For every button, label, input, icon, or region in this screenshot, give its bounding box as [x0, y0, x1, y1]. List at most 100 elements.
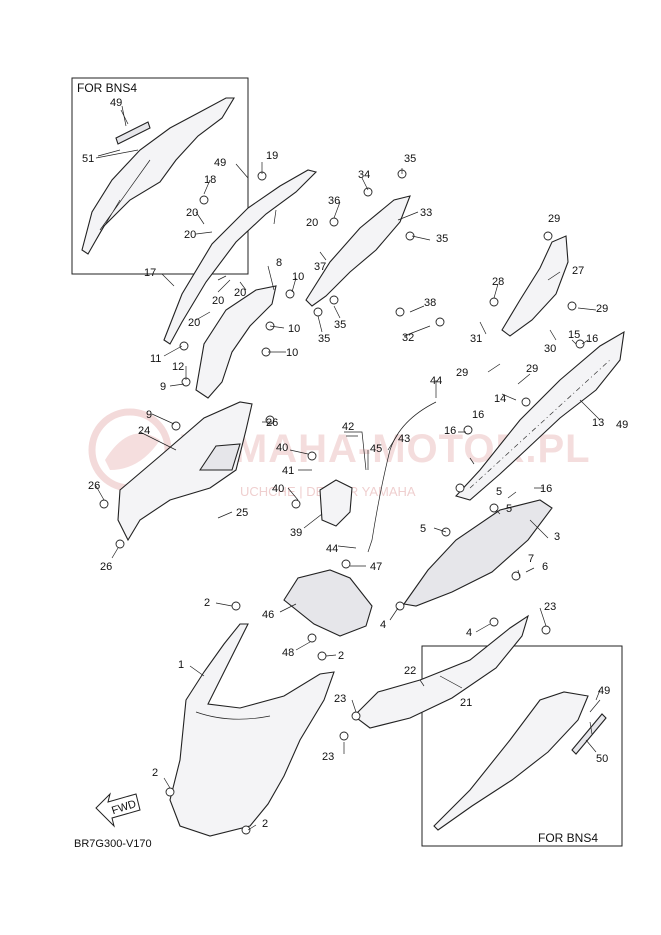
callout-16c: 16: [444, 425, 456, 437]
callout-40b: 40: [272, 483, 284, 495]
callout-10b: 10: [288, 323, 300, 335]
leader-lines: [95, 105, 601, 831]
callout-35b: 35: [436, 233, 448, 245]
callout-11: 11: [150, 353, 161, 365]
callout-41: 41: [282, 465, 294, 477]
callout-5c: 5: [506, 503, 512, 515]
callout-4b: 4: [466, 627, 472, 639]
part-42-hose: [344, 431, 367, 471]
callout-32: 32: [402, 332, 414, 344]
callout-25: 25: [236, 507, 248, 519]
callout-2a: 2: [204, 597, 210, 609]
callout-49b: 49: [214, 157, 226, 169]
callout-5a: 5: [420, 523, 426, 535]
callout-6: 6: [542, 561, 548, 573]
callout-51: 51: [82, 153, 94, 165]
inset-top-left: FOR BNS4: [71, 77, 249, 275]
callout-46: 46: [262, 609, 274, 621]
callout-42: 42: [342, 421, 354, 433]
callout-38: 38: [424, 297, 436, 309]
part-13-side-cover: [454, 330, 625, 501]
inset-emblem-49: [115, 121, 151, 145]
callout-10a: 10: [292, 271, 304, 283]
callout-34: 34: [358, 169, 370, 181]
watermark-logo-swoosh-icon: [105, 433, 160, 470]
callout-36: 36: [328, 195, 340, 207]
callout-17: 17: [144, 267, 156, 279]
callout-29d: 29: [526, 363, 538, 375]
callout-28: 28: [492, 276, 504, 288]
callout-49a: 49: [110, 97, 122, 109]
part-1-front-cover: [169, 623, 335, 837]
inset-bottom-right-label: FOR BNS4: [538, 831, 598, 845]
inset-side-cover: [81, 97, 235, 255]
callout-8: 8: [276, 257, 282, 269]
callout-47: 47: [370, 561, 382, 573]
callout-4a: 4: [380, 619, 386, 631]
part-27-cover: [501, 235, 569, 337]
callout-18: 18: [204, 174, 216, 186]
part-24-vent: [198, 443, 241, 471]
callout-10c: 10: [286, 347, 298, 359]
fwd-arrow-icon: [95, 792, 141, 828]
callout-44b: 44: [326, 543, 338, 555]
part-8-inner-panel: [195, 285, 277, 399]
callout-20c: 20: [306, 217, 318, 229]
part-3-lower-cover: [403, 499, 553, 607]
callout-35a: 35: [404, 153, 416, 165]
callout-49c: 49: [616, 419, 628, 431]
callout-20d: 20: [234, 287, 246, 299]
callout-20a: 20: [186, 207, 198, 219]
callout-48: 48: [282, 647, 294, 659]
callout-numbers: 1 2 2 2 2 3 4 4 5 5 5 6 7 8 9 9 10 10 10…: [82, 97, 628, 830]
part-24-lower-panel: [117, 401, 253, 542]
inset-top-left-label: FOR BNS4: [77, 81, 137, 95]
callout-29a: 29: [548, 213, 560, 225]
callout-24: 24: [138, 425, 150, 437]
callout-2b: 2: [338, 650, 344, 662]
callout-13: 13: [592, 417, 604, 429]
callout-39: 39: [290, 527, 302, 539]
callout-31: 31: [470, 333, 482, 345]
callout-23b: 23: [334, 693, 346, 705]
part-21-floor-cover: [353, 614, 529, 729]
inset-bottom-right: FOR BNS4: [421, 645, 623, 847]
callout-21: 21: [460, 697, 472, 709]
callout-20f: 20: [188, 317, 200, 329]
callout-9b: 9: [146, 409, 152, 421]
callout-43: 43: [398, 433, 410, 445]
callout-16d: 16: [540, 483, 552, 495]
callout-45: 45: [370, 443, 382, 455]
callout-14: 14: [494, 393, 506, 405]
callout-22: 22: [404, 665, 416, 677]
callout-15: 15: [568, 329, 580, 341]
callout-37: 37: [314, 261, 326, 273]
part-46-box: [283, 569, 373, 637]
callout-23c: 23: [322, 751, 334, 763]
inset-side-cover-right: [433, 691, 589, 831]
callout-49d: 49: [598, 685, 610, 697]
callout-16b: 16: [472, 409, 484, 421]
callout-35c: 35: [334, 319, 346, 331]
callout-29c: 29: [456, 367, 468, 379]
callout-12: 12: [172, 361, 184, 373]
callout-2c: 2: [152, 767, 158, 779]
callout-26c: 26: [100, 561, 112, 573]
callout-9a: 9: [160, 381, 166, 393]
callout-50: 50: [596, 753, 608, 765]
callout-26b: 26: [88, 480, 100, 492]
callout-5b: 5: [496, 486, 502, 498]
callout-2d: 2: [262, 818, 268, 830]
callout-23a: 23: [544, 601, 556, 613]
callout-40a: 40: [276, 442, 288, 454]
part-43-cable: [367, 401, 437, 553]
callout-26a: 26: [266, 417, 278, 429]
callout-19: 19: [266, 150, 278, 162]
callout-29b: 29: [596, 303, 608, 315]
part-17-side-rail: [163, 169, 318, 345]
callout-27: 27: [572, 265, 584, 277]
callout-7: 7: [528, 553, 534, 565]
part-39-bracket: [319, 479, 353, 527]
inset-emblem-50: [571, 713, 607, 755]
